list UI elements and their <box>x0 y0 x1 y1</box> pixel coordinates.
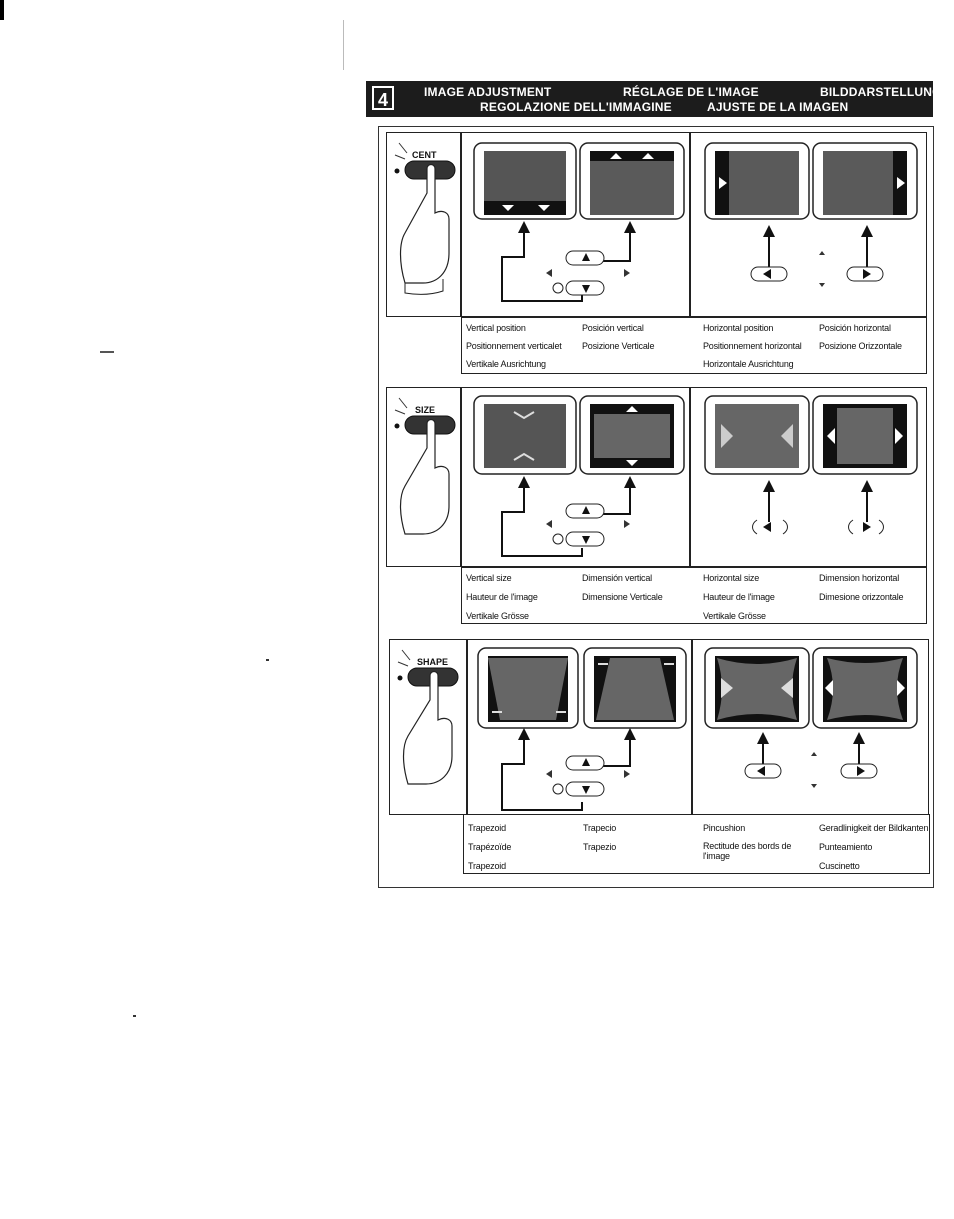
scan-noise <box>100 351 114 353</box>
shape-label-box: Trapezoid Trapézoïde Trapezoid Trapecio … <box>463 814 930 874</box>
title-en: IMAGE ADJUSTMENT <box>424 85 552 99</box>
horizontal-position-diagram <box>690 132 927 317</box>
scan-noise <box>266 659 269 661</box>
label-text: Punteamiento <box>819 842 873 852</box>
label-text: Trapezoid <box>468 861 506 871</box>
size-label-box: Vertical size Hauteur de l'image Vertika… <box>461 567 927 624</box>
horizontal-size-diagram <box>690 387 927 567</box>
title-fr: RÉGLAGE DE L'IMAGE <box>623 85 759 99</box>
cent-button-panel: CENT <box>386 132 461 317</box>
title-es: AJUSTE DE LA IMAGEN <box>707 100 849 114</box>
hand-pressing-button-icon <box>394 142 456 295</box>
label-text: Positionnement horizontal <box>703 341 802 351</box>
pincushion-illustration <box>704 647 918 788</box>
label-text: Posición horizontal <box>819 323 891 333</box>
pincushion-diagram <box>692 639 929 821</box>
page-corner-mark <box>0 0 4 20</box>
label-text: Vertical size <box>466 573 512 583</box>
label-text: Dimensione Verticale <box>582 592 663 602</box>
trapezoid-illustration <box>477 647 687 811</box>
scan-noise <box>343 20 344 70</box>
vertical-position-illustration <box>473 142 685 302</box>
label-text: Vertikale Grösse <box>703 611 766 621</box>
label-text: Positionnement verticalet <box>466 341 562 351</box>
vertical-position-diagram <box>461 132 690 317</box>
label-text: Vertical position <box>466 323 526 333</box>
label-text: Rectitude des bords de l'image <box>703 841 792 861</box>
label-text: Hauteur de l'image <box>703 592 775 602</box>
hand-pressing-button-icon <box>394 397 456 535</box>
title-de: BILDDARSTELLUNG <box>820 85 942 99</box>
label-text: Cuscinetto <box>819 861 860 871</box>
section-number: 4 <box>372 86 394 110</box>
shape-button-panel: SHAPE <box>389 639 467 815</box>
label-text: Dimension horizontal <box>819 573 900 583</box>
label-text: Vertikale Grösse <box>466 611 529 621</box>
label-text: Trapézoïde <box>468 842 512 852</box>
vertical-size-illustration <box>473 395 685 557</box>
label-text: Pincushion <box>703 823 746 833</box>
section-header: 4 IMAGE ADJUSTMENT RÉGLAGE DE L'IMAGE BI… <box>366 81 941 117</box>
size-button-panel: SIZE <box>386 387 461 567</box>
label-text: Vertikale Ausrichtung <box>466 359 546 369</box>
label-text: Posizione Orizzontale <box>819 341 902 351</box>
horizontal-size-illustration <box>704 395 918 535</box>
instruction-frame <box>378 126 934 888</box>
label-text: Horizontal position <box>703 323 774 333</box>
vertical-size-diagram <box>461 387 690 567</box>
label-text: Trapecio <box>583 823 617 833</box>
cent-button-label: CENT <box>412 150 437 160</box>
label-text: Posición vertical <box>582 323 644 333</box>
label-text: Dimesione orizzontale <box>819 592 904 602</box>
label-text: Trapezoid <box>468 823 506 833</box>
horizontal-position-illustration <box>704 142 918 287</box>
trapezoid-diagram <box>467 639 692 821</box>
label-text: Horizontale Ausrichtung <box>703 359 794 369</box>
hand-pressing-button-icon <box>397 649 459 785</box>
label-text: Hauteur de l'image <box>466 592 538 602</box>
label-text: Dimensión vertical <box>582 573 652 583</box>
label-text: Trapezio <box>583 842 617 852</box>
size-button-label: SIZE <box>415 405 436 415</box>
title-it: REGOLAZIONE DELL'IMMAGINE <box>480 100 672 114</box>
label-text: Geradlinigkeit der Bildkanten <box>819 823 929 833</box>
label-text: Posizione Verticale <box>582 341 655 351</box>
shape-button-label: SHAPE <box>417 657 449 667</box>
label-text: Horizontal size <box>703 573 760 583</box>
cent-label-box: Vertical position Positionnement vertica… <box>461 317 927 374</box>
scan-noise <box>133 1015 136 1017</box>
